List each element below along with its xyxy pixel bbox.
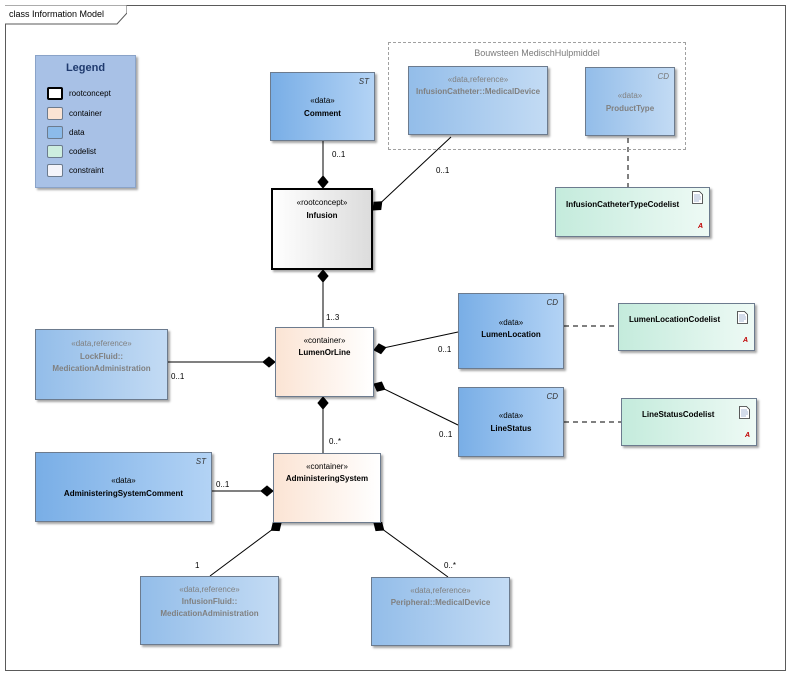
multiplicity-linestatus: 0..1 (439, 430, 453, 439)
stereotype: «data» (498, 411, 524, 420)
class-lockfluid-medicationadministration[interactable]: «data,reference» LockFluid:: MedicationA… (35, 329, 168, 400)
class-name: LumenOrLine (298, 348, 351, 357)
legend-label: container (69, 109, 102, 118)
stereotype: «data,reference» (71, 339, 132, 348)
stereotype: «container» (306, 462, 348, 471)
class-name: AdministeringSystemComment (63, 489, 184, 498)
type-tag: CD (546, 392, 558, 401)
document-icon (739, 406, 750, 419)
class-name: AdministeringSystem (285, 474, 369, 483)
codelist-name: LineStatusCodelist (642, 410, 715, 419)
diagram-frame (5, 5, 786, 671)
multiplicity-lockfluid: 0..1 (171, 372, 185, 381)
codelist-linestatus[interactable]: LineStatusCodelist A (621, 398, 757, 446)
frame-title: class Information Model (9, 9, 105, 19)
stereotype: «data» (617, 91, 643, 100)
class-administeringsystemcomment[interactable]: ST «data» AdministeringSystemComment (35, 452, 212, 522)
legend-title: Legend (65, 62, 106, 74)
codelist-mark: A (697, 223, 703, 230)
class-infusion[interactable]: «rootconcept» Infusion (271, 188, 373, 270)
document-icon (692, 191, 703, 204)
class-name: InfusionCatheter::MedicalDevice (415, 87, 541, 96)
type-tag: ST (358, 77, 369, 86)
line-lumen-location (373, 331, 459, 351)
frame-title-tab (5, 5, 127, 25)
package-bouwsteen-medischhulpmiddel[interactable]: Bouwsteen MedischHulpmiddel (388, 42, 686, 150)
legend-swatch-codelist (47, 145, 63, 158)
stereotype: «container» (303, 336, 346, 345)
multiplicity-infusionfluid: 1 (195, 561, 200, 570)
composition-diamond (317, 269, 329, 283)
class-producttype[interactable]: CD «data» ProductType (585, 67, 675, 136)
line-lumen-status (373, 383, 459, 426)
type-tag: ST (195, 457, 206, 466)
multiplicity-comment: 0..1 (332, 150, 346, 159)
class-name-line1: LockFluid:: (79, 352, 124, 361)
document-icon (737, 311, 748, 324)
type-tag: CD (657, 72, 669, 81)
class-name: ProductType (605, 104, 655, 113)
class-peripheral-medicaldevice[interactable]: «data,reference» Peripheral::MedicalDevi… (371, 577, 510, 646)
line-admin-peripheral (373, 522, 449, 578)
package-title: Bouwsteen MedischHulpmiddel (474, 48, 600, 58)
stereotype: «rootconcept» (296, 198, 348, 207)
class-name-line1: InfusionFluid:: (181, 597, 238, 606)
class-name: LumenLocation (481, 330, 541, 339)
class-name-line2: MedicationAdministration (52, 364, 151, 373)
codelist-mark: A (744, 432, 750, 439)
stereotype: «data» (310, 96, 335, 105)
class-comment[interactable]: ST «data» Comment (270, 72, 375, 141)
class-name: Infusion (306, 211, 338, 220)
class-lumenorline[interactable]: «container» LumenOrLine (275, 327, 374, 397)
stereotype: «data» (498, 318, 524, 327)
multiplicity-admincomment: 0..1 (216, 480, 230, 489)
stereotype: «data,reference» (410, 586, 471, 595)
multiplicity-administeringsystem: 0..* (329, 437, 342, 446)
type-tag: CD (546, 298, 558, 307)
class-name-line2: MedicationAdministration (160, 609, 259, 618)
legend-label: constraint (69, 166, 104, 175)
codelist-mark: A (742, 337, 748, 344)
stereotype: «data,reference» (447, 75, 509, 84)
composition-diamond (317, 175, 329, 189)
class-name: Comment (304, 109, 341, 118)
legend-swatch-constraint (47, 164, 63, 177)
composition-diamond (317, 396, 329, 410)
composition-diamond (262, 356, 276, 368)
class-name: Peripheral::MedicalDevice (390, 598, 491, 607)
codelist-name: InfusionCatheterTypeCodelist (566, 200, 680, 209)
stereotype: «data,reference» (179, 585, 240, 594)
composition-diamond (372, 342, 388, 356)
class-infusioncatheter-medicaldevice[interactable]: «data,reference» InfusionCatheter::Medic… (408, 66, 548, 135)
class-name: LineStatus (490, 424, 532, 433)
legend-label: data (69, 128, 85, 137)
codelist-lumenlocation[interactable]: LumenLocationCodelist A (618, 303, 755, 351)
stereotype: «data» (111, 476, 136, 485)
class-lumenlocation[interactable]: CD «data» LumenLocation (458, 293, 564, 369)
class-linestatus[interactable]: CD «data» LineStatus (458, 387, 564, 457)
composition-diamond (371, 379, 388, 395)
legend[interactable]: Legend rootconcept container data codeli… (35, 55, 136, 188)
composition-diamond (260, 485, 274, 497)
line-admin-infusionfluid (209, 522, 282, 577)
multiplicity-peripheral: 0..* (444, 561, 457, 570)
codelist-infusioncathetertype[interactable]: InfusionCatheterTypeCodelist A (555, 187, 710, 237)
legend-swatch-rootconcept (47, 87, 63, 100)
multiplicity-lumenlocation: 0..1 (438, 345, 452, 354)
legend-label: rootconcept (69, 89, 111, 98)
class-administeringsystem[interactable]: «container» AdministeringSystem (273, 453, 381, 523)
legend-label: codelist (69, 147, 97, 156)
multiplicity-lumen: 1..3 (326, 313, 340, 322)
legend-swatch-container (47, 107, 63, 120)
codelist-name: LumenLocationCodelist (629, 315, 721, 324)
class-infusionfluid-medicationadministration[interactable]: «data,reference» InfusionFluid:: Medicat… (140, 576, 279, 645)
multiplicity-catheter: 0..1 (436, 166, 450, 175)
legend-swatch-data (47, 126, 63, 139)
